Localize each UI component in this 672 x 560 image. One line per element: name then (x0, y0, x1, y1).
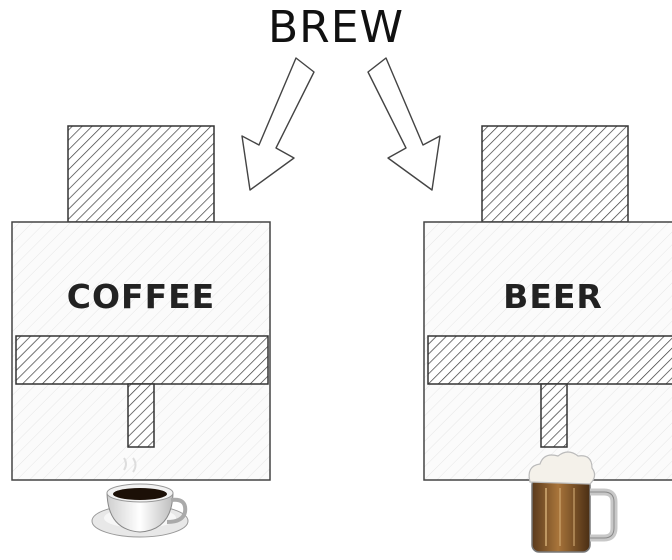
beer-machine-label: BEER (424, 277, 672, 316)
coffee-band (16, 336, 268, 384)
coffee-hopper (68, 126, 214, 222)
beer-hopper (482, 126, 628, 222)
beer-band (428, 336, 672, 384)
coffee-machine-label: COFFEE (12, 277, 270, 316)
right-arrow-icon (368, 58, 440, 190)
diagram-title: BREW (0, 2, 672, 53)
left-arrow-icon (242, 58, 314, 190)
beer-spout (541, 384, 567, 447)
coffee-spout (128, 384, 154, 447)
